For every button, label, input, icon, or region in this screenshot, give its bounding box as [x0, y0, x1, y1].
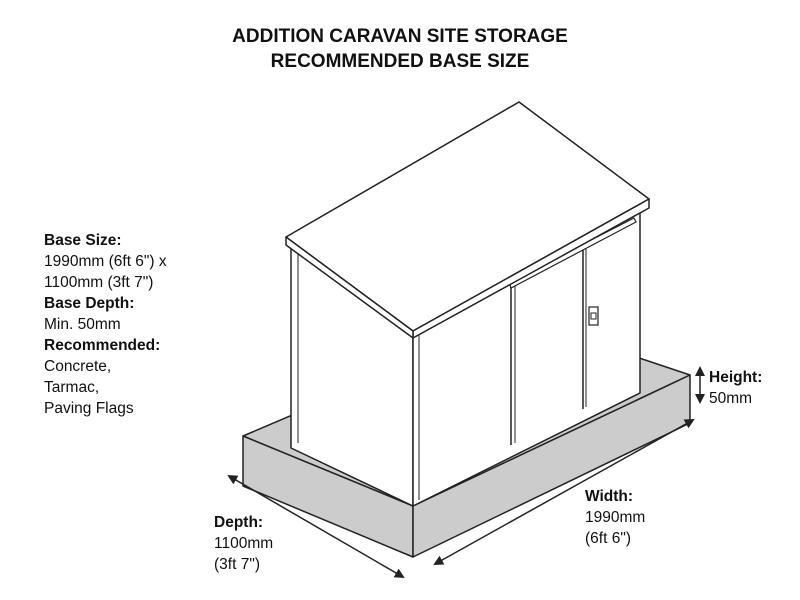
- base-depth-heading: Base Depth:: [44, 295, 135, 312]
- recommended-item-paving: Paving Flags: [44, 400, 134, 417]
- base-size-line-1: 1990mm (6ft 6") x: [44, 253, 167, 270]
- door-lock-icon: [588, 306, 599, 326]
- base-size-line-2: 1100mm (3ft 7"): [44, 274, 154, 291]
- roof-left-edge: [285, 236, 414, 339]
- depth-value-mm: 1100mm: [214, 535, 274, 552]
- title-line-2: RECOMMENDED BASE SIZE: [270, 51, 530, 72]
- base-size-heading: Base Size:: [44, 232, 122, 249]
- recommended-item-concrete: Concrete,: [44, 358, 112, 375]
- diagram-title: ADDITION CARAVAN SITE STORAGE RECOMMENDE…: [0, 24, 800, 74]
- width-value-ft: (6ft 6"): [585, 530, 631, 547]
- depth-arrow: [227, 474, 405, 579]
- recommended-heading: Recommended:: [44, 337, 161, 354]
- depth-value-ft: (3ft 7"): [214, 556, 260, 573]
- width-arrow: [433, 419, 695, 565]
- height-value: 50mm: [709, 390, 753, 407]
- depth-heading: Depth:: [214, 514, 264, 531]
- width-value-mm: 1990mm: [585, 509, 646, 526]
- height-label: Height: 50mm: [709, 367, 762, 409]
- title-line-1: ADDITION CARAVAN SITE STORAGE: [232, 26, 568, 47]
- base-spec-panel: Base Size: 1990mm (6ft 6") x 1100mm (3ft…: [44, 230, 167, 419]
- storage-unit: [285, 101, 650, 507]
- height-heading: Height:: [709, 369, 763, 386]
- recommended-item-tarmac: Tarmac,: [44, 379, 100, 396]
- base-depth-value: Min. 50mm: [44, 316, 121, 333]
- width-label: Width: 1990mm (6ft 6"): [585, 486, 645, 549]
- depth-label: Depth: 1100mm (3ft 7"): [214, 512, 273, 575]
- width-heading: Width:: [585, 488, 634, 505]
